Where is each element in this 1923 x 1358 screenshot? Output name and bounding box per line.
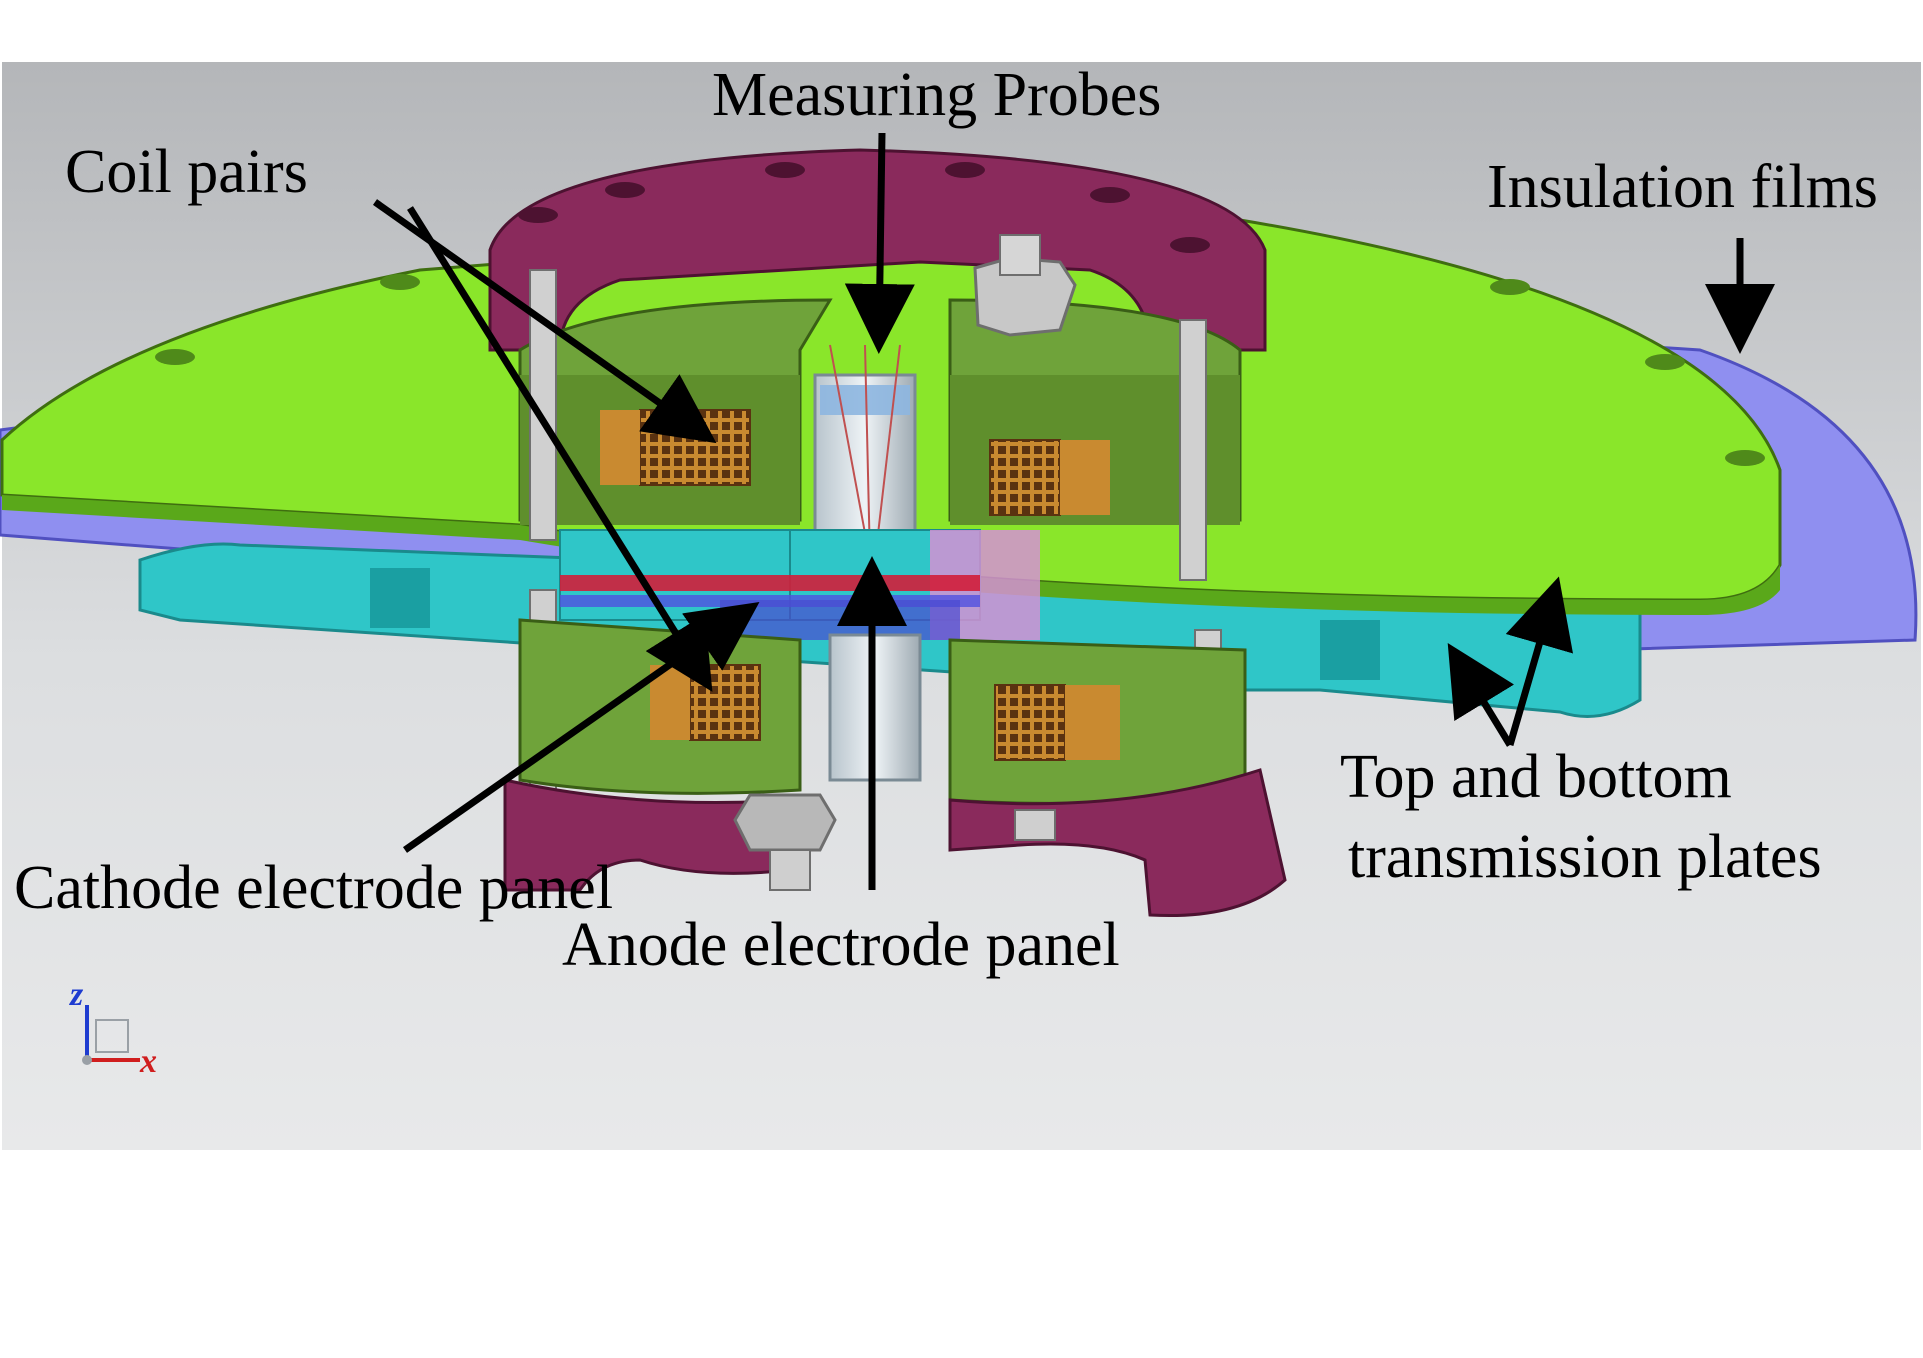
bottom-coil-right [994, 684, 1066, 761]
label-transmission-line2: transmission plates [1348, 823, 1822, 891]
arrows [372, 132, 1775, 890]
bottom-nut-thread-right [1014, 809, 1056, 841]
probe-holder [820, 385, 910, 415]
label-cathode-panel: Cathode electrode panel [14, 854, 613, 922]
probe-wire [864, 344, 871, 561]
top-coil-left [639, 409, 751, 486]
plate-hole [155, 349, 195, 365]
arrow-plate-bottom [1447, 643, 1515, 747]
bottom-nut-thread [769, 849, 811, 891]
cathode-layer [560, 575, 980, 591]
arrow-plate-top [1505, 576, 1573, 746]
axis-triad: z x [69, 976, 157, 1080]
arrow-probes [844, 132, 915, 354]
plate-hole [380, 274, 420, 290]
bottom-flange-right [948, 768, 1287, 918]
top-coil-left-core [600, 410, 640, 485]
flange-hole [1090, 187, 1130, 203]
flange-hole [765, 162, 805, 178]
flange-hole [945, 162, 985, 178]
axis-origin [82, 1055, 92, 1065]
label-transmission-line1: Top and bottom [1340, 743, 1732, 811]
label-coil-pairs: Coil pairs [65, 138, 308, 206]
bottom-coil-right-core [1065, 685, 1120, 760]
top-plate-edge [2, 495, 1780, 615]
bolt-top-right [1179, 319, 1207, 581]
probe-wire [829, 344, 871, 561]
probe-wire [874, 344, 901, 561]
label-insulation-films: Insulation films [1487, 153, 1878, 221]
flange-hole [605, 182, 645, 198]
flange-hole [518, 207, 558, 223]
plate-hole [1490, 279, 1530, 295]
z-axis-label: z [69, 976, 84, 1013]
bottom-flange [503, 778, 792, 892]
plate-hole [1645, 354, 1685, 370]
label-anode-panel: Anode electrode panel [562, 911, 1120, 979]
axis-cube [95, 1019, 129, 1053]
label-measuring-probes: Measuring Probes [712, 61, 1161, 129]
flange-hole [1170, 237, 1210, 253]
top-coil-right-core [1060, 440, 1110, 515]
bottom-hex-nut [733, 793, 837, 852]
top-coil-right [989, 439, 1061, 516]
bottom-plate-window-2 [1320, 620, 1380, 680]
hex-nut-thread [999, 234, 1041, 276]
bottom-plate-window-1 [370, 568, 430, 628]
x-axis-label: x [139, 1043, 157, 1080]
arrow-coil-bottom [407, 206, 713, 692]
plate-hole [1725, 450, 1765, 466]
arrow-cathode [402, 601, 760, 853]
